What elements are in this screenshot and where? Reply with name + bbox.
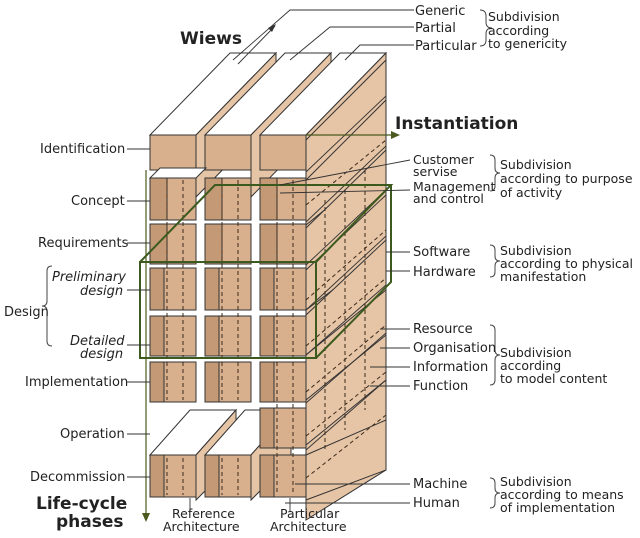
- genericity-note-2: according: [488, 23, 549, 38]
- row-implementation: [149, 361, 307, 403]
- phase-decommission: Decommission: [30, 470, 125, 485]
- generic-label: Generic: [415, 4, 465, 19]
- model-content-note-2: according: [500, 358, 561, 373]
- manifestation-note-3: manifestation: [500, 269, 586, 284]
- particular-architecture-label-1: Particular: [280, 506, 340, 521]
- function-label: Function: [413, 379, 468, 394]
- phase-identification: Identification: [40, 142, 125, 157]
- model-content-note-3: to model content: [500, 371, 607, 386]
- manifestation-note-2: according to physical: [500, 256, 633, 271]
- lifecycle-axis-label-2: phases: [56, 512, 124, 532]
- phase-preliminary-2: design: [80, 284, 123, 299]
- genericity-note-1: Subdivision: [488, 9, 560, 24]
- means-note-3: of implementation: [500, 500, 615, 515]
- reference-architecture-label-2: Architecture: [163, 519, 240, 534]
- phase-requirements: Requirements: [38, 236, 129, 251]
- customer-label-1: Customer: [413, 152, 475, 167]
- reference-architecture-label-1: Reference: [172, 506, 235, 521]
- hardware-label: Hardware: [413, 265, 476, 280]
- software-label: Software: [413, 245, 470, 260]
- phase-detailed-1: Detailed: [70, 334, 125, 349]
- row-decommission: [149, 454, 307, 498]
- braces: [41, 9, 501, 509]
- row-identification: [149, 134, 307, 171]
- management-label-1: Management: [413, 179, 495, 194]
- lifecycle-axis-label-1: Life-cycle: [36, 494, 127, 514]
- phase-concept: Concept: [71, 194, 125, 209]
- phase-implementation: Implementation: [25, 375, 128, 390]
- right-depth-faces: [305, 58, 387, 501]
- particular-label: Particular: [415, 39, 477, 54]
- purpose-note-3: of activity: [500, 185, 563, 200]
- information-label: Information: [413, 360, 488, 375]
- views-axis-label: Wiews: [180, 29, 242, 49]
- resource-label: Resource: [413, 322, 473, 337]
- purpose-note-2: according to purpose: [500, 171, 633, 186]
- design-frame: [139, 184, 394, 359]
- particular-architecture-label-2: Architecture: [270, 519, 347, 534]
- row-requirements: [149, 223, 307, 265]
- human-label: Human: [413, 496, 460, 511]
- instantiation-axis-label: Instantiation: [395, 114, 518, 134]
- means-note-1: Subdivision: [500, 474, 572, 489]
- leader-lines: [127, 9, 414, 512]
- axis-arrows: [142, 24, 400, 522]
- manifestation-note-1: Subdivision: [500, 243, 572, 258]
- management-label-2: and control: [413, 191, 484, 206]
- purpose-note-1: Subdivision: [500, 157, 572, 172]
- partial-label: Partial: [415, 21, 456, 36]
- phase-design: Design: [4, 305, 49, 320]
- phase-detailed-2: design: [80, 347, 123, 362]
- genericity-note-3: to genericity: [488, 36, 568, 51]
- phase-preliminary-1: Preliminary: [52, 270, 126, 285]
- row-concept: [148, 167, 307, 221]
- row-preliminary-design: [149, 267, 307, 311]
- model-content-note-1: Subdivision: [500, 345, 572, 360]
- customer-label-2: servise: [413, 164, 458, 179]
- means-note-2: according to means: [500, 487, 624, 502]
- phase-operation: Operation: [60, 427, 125, 442]
- row-detailed-design: [149, 315, 307, 357]
- machine-label: Machine: [413, 477, 467, 492]
- organisation-label: Organisation: [413, 341, 496, 356]
